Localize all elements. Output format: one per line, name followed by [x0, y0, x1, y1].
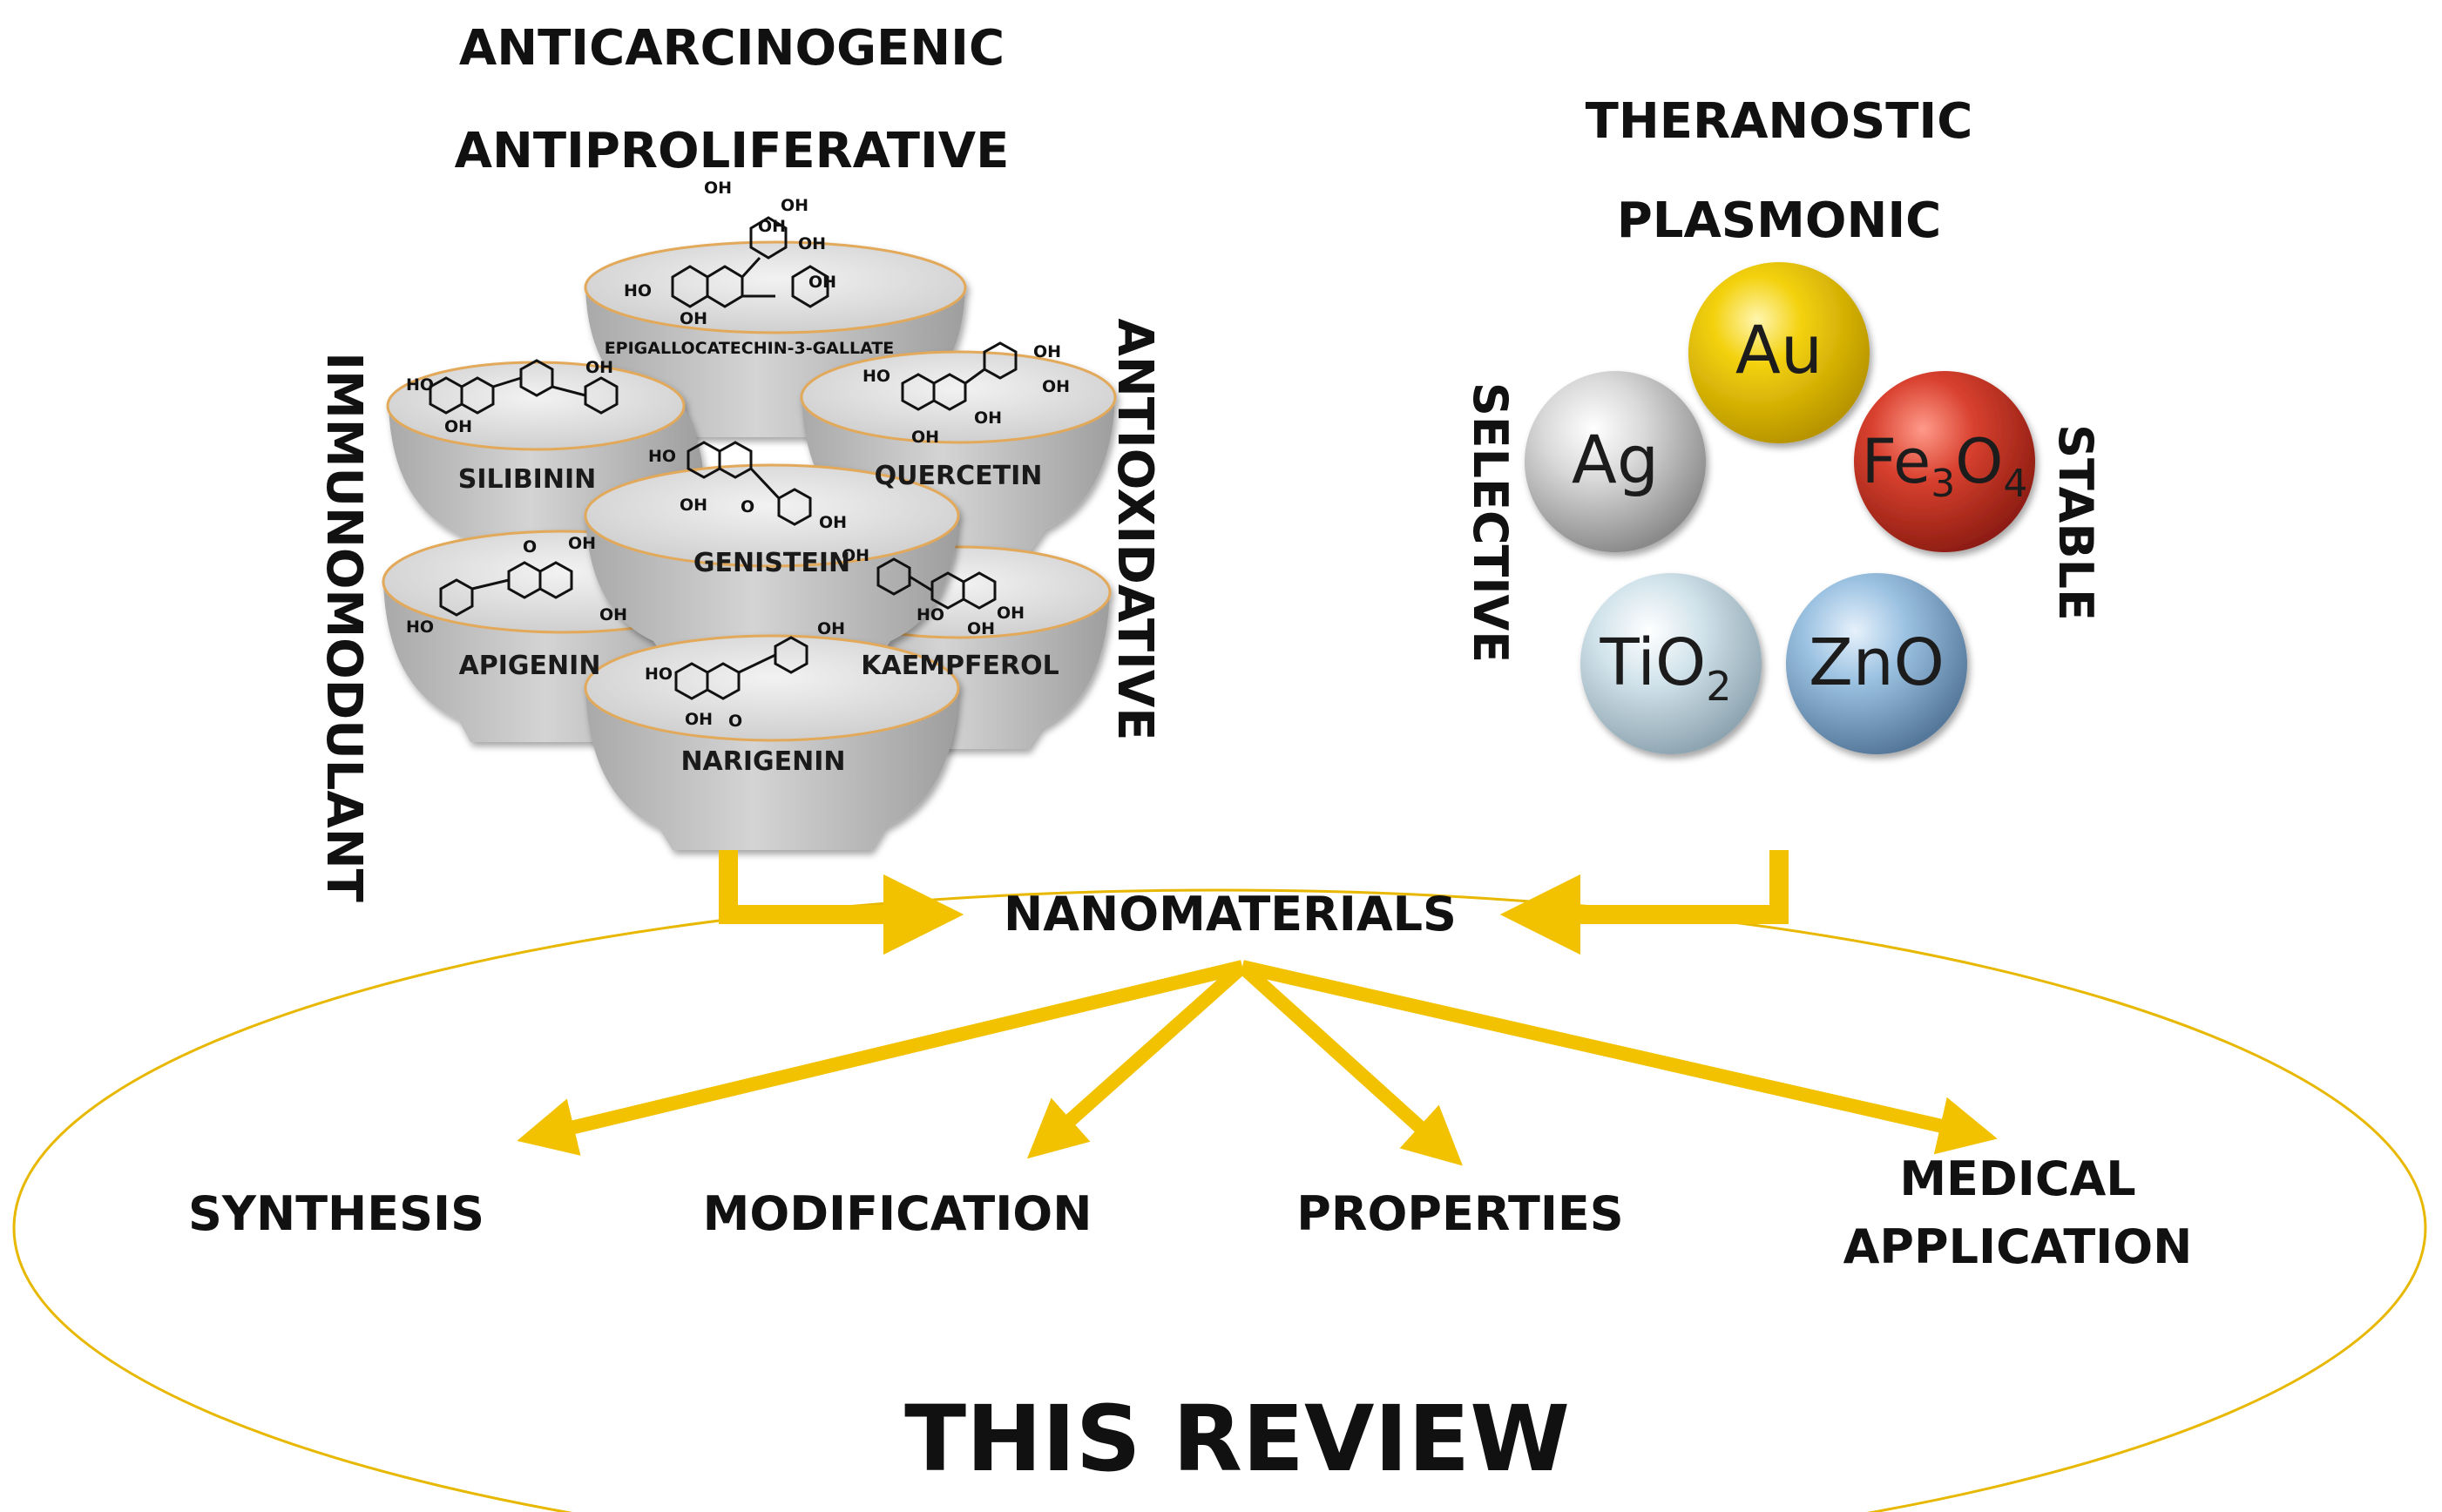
name-apigenin: APIGENIN — [459, 651, 601, 681]
arrow-from-compounds — [719, 850, 964, 955]
label-synthesis: SYNTHESIS — [188, 1186, 484, 1241]
label-plasmonic: PLASMONIC — [1617, 192, 1942, 249]
sphere-au-label: Au — [1735, 311, 1823, 388]
label-antiproliferative: ANTIPROLIFERATIVE — [455, 123, 1010, 179]
chem-oh-11: OH — [974, 408, 1002, 428]
label-nanomaterials: NANOMATERIALS — [1004, 887, 1457, 942]
chem-oh-5: OH — [808, 273, 836, 292]
label-antioxidative: ANTIOXIDATIVE — [1106, 319, 1163, 741]
label-immunomodulant: IMMUNOMODULANT — [315, 352, 372, 902]
chem-oh-8: OH — [444, 417, 472, 436]
chem-oh-21: OH — [685, 710, 713, 729]
chem-oh-18: OH — [997, 604, 1025, 623]
sphere-zno: ZnO — [1786, 573, 1967, 754]
arrow-to-modification — [1026, 962, 1248, 1159]
chem-ho-1: HO — [624, 281, 652, 300]
name-silibinin: SILIBININ — [458, 464, 596, 495]
branch-arrows — [517, 960, 1998, 1166]
arrow-to-properties — [1237, 962, 1463, 1166]
structure-genistein — [687, 441, 812, 526]
sphere-ag: Ag — [1525, 371, 1706, 552]
label-application: APPLICATION — [1843, 1219, 2193, 1274]
label-anticarcinogenic: ANTICARCINOGENIC — [459, 20, 1005, 77]
sphere-tio2: TiO2 — [1580, 573, 1762, 754]
label-properties: PROPERTIES — [1296, 1186, 1623, 1241]
sphere-zno-label: ZnO — [1809, 625, 1945, 700]
chem-oh-13: OH — [680, 496, 707, 515]
arrow-from-nanoparticles — [1499, 850, 1789, 955]
name-epigallocatechin: EPIGALLOCATECHIN-3-GALLATE — [605, 339, 895, 358]
chem-oh-19: OH — [967, 619, 995, 638]
chem-o-2: O — [523, 537, 537, 557]
label-modification: MODIFICATION — [703, 1186, 1092, 1241]
chem-oh-1: OH — [704, 179, 732, 198]
structure-egcg — [671, 216, 829, 308]
structure-apigenin — [439, 561, 573, 617]
chem-ho-3: HO — [862, 367, 890, 386]
structure-kaempferol — [876, 557, 997, 610]
sphere-tio2-label: TiO2 — [1599, 625, 1731, 710]
chem-o-1: O — [741, 497, 754, 516]
label-stable: STABLE — [2048, 424, 2103, 621]
chem-oh-15: OH — [568, 534, 596, 553]
name-narigenin: NARIGENIN — [680, 746, 845, 777]
chem-oh-4: OH — [798, 234, 826, 253]
chem-oh-20: OH — [817, 619, 845, 638]
sphere-fe3o4: Fe3O4 — [1854, 371, 2035, 552]
arrow-to-synthesis — [517, 960, 1244, 1156]
chem-ho-7: HO — [645, 665, 673, 684]
sphere-ag-label: Ag — [1572, 421, 1659, 498]
label-this-review: THIS REVIEW — [904, 1386, 1570, 1492]
label-theranostic: THERANOSTIC — [1586, 93, 1973, 150]
chem-ho-6: HO — [917, 605, 944, 624]
chem-oh-9: OH — [1033, 342, 1061, 361]
label-medical: MEDICAL — [1899, 1151, 2135, 1206]
structure-quercetin — [901, 341, 1018, 411]
name-kaempferol: KAEMPFEROL — [861, 651, 1059, 681]
name-quercetin: QUERCETIN — [875, 461, 1043, 491]
review-scope-ellipse — [12, 888, 2427, 1512]
chem-ho-2: HO — [406, 375, 434, 395]
sphere-au: Au — [1688, 262, 1870, 443]
structure-narigenin — [674, 636, 808, 700]
name-genistein: GENISTEIN — [693, 548, 850, 578]
chem-oh-17: OH — [842, 546, 869, 565]
structure-silibinin — [429, 359, 619, 415]
chem-o-3: O — [728, 712, 742, 731]
chem-oh-10: OH — [1042, 377, 1070, 396]
chem-oh-2: OH — [781, 196, 808, 215]
bowl-narigenin — [584, 634, 960, 850]
sphere-fe3o4-label: Fe3O4 — [1862, 426, 2028, 506]
chem-ho-4: HO — [648, 447, 676, 466]
chem-oh-16: OH — [599, 605, 627, 624]
chem-oh-3: OH — [758, 217, 786, 236]
chem-ho-5: HO — [406, 618, 434, 637]
bowl-genistein — [584, 463, 960, 662]
chem-oh-7: OH — [585, 358, 613, 377]
label-selective: SELECTIVE — [1463, 382, 1518, 663]
chem-oh-12: OH — [911, 428, 939, 447]
arrow-to-medical — [1241, 960, 1998, 1155]
chem-oh-6: OH — [680, 309, 707, 328]
chem-oh-14: OH — [819, 513, 847, 532]
